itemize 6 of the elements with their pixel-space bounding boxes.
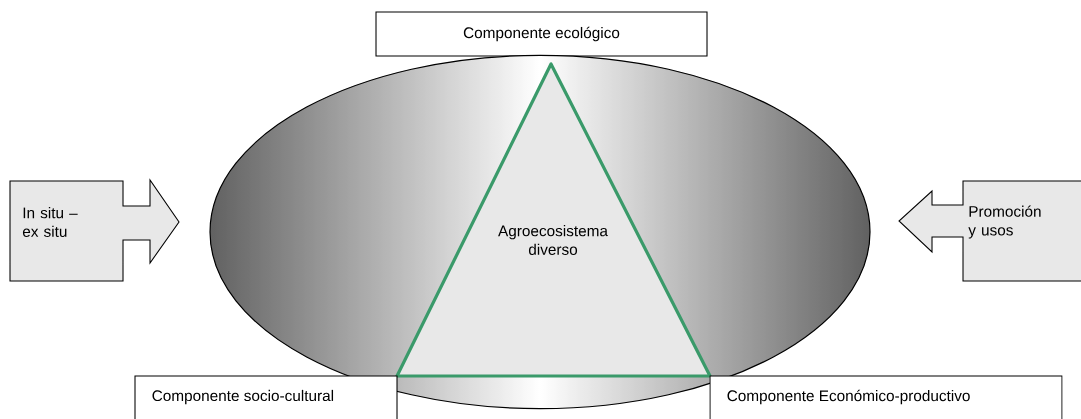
text-box: Componente socio-cultural (134, 375, 398, 419)
triangle: Agroecosistema diverso (395, 62, 712, 378)
arrow-box: In situ – ex situ (9, 178, 180, 282)
text-box: Componente ecológico (375, 11, 708, 57)
text-box: Componente Económico-productivo (709, 375, 1063, 419)
arrow-box: Promoción y usos (898, 180, 1081, 282)
